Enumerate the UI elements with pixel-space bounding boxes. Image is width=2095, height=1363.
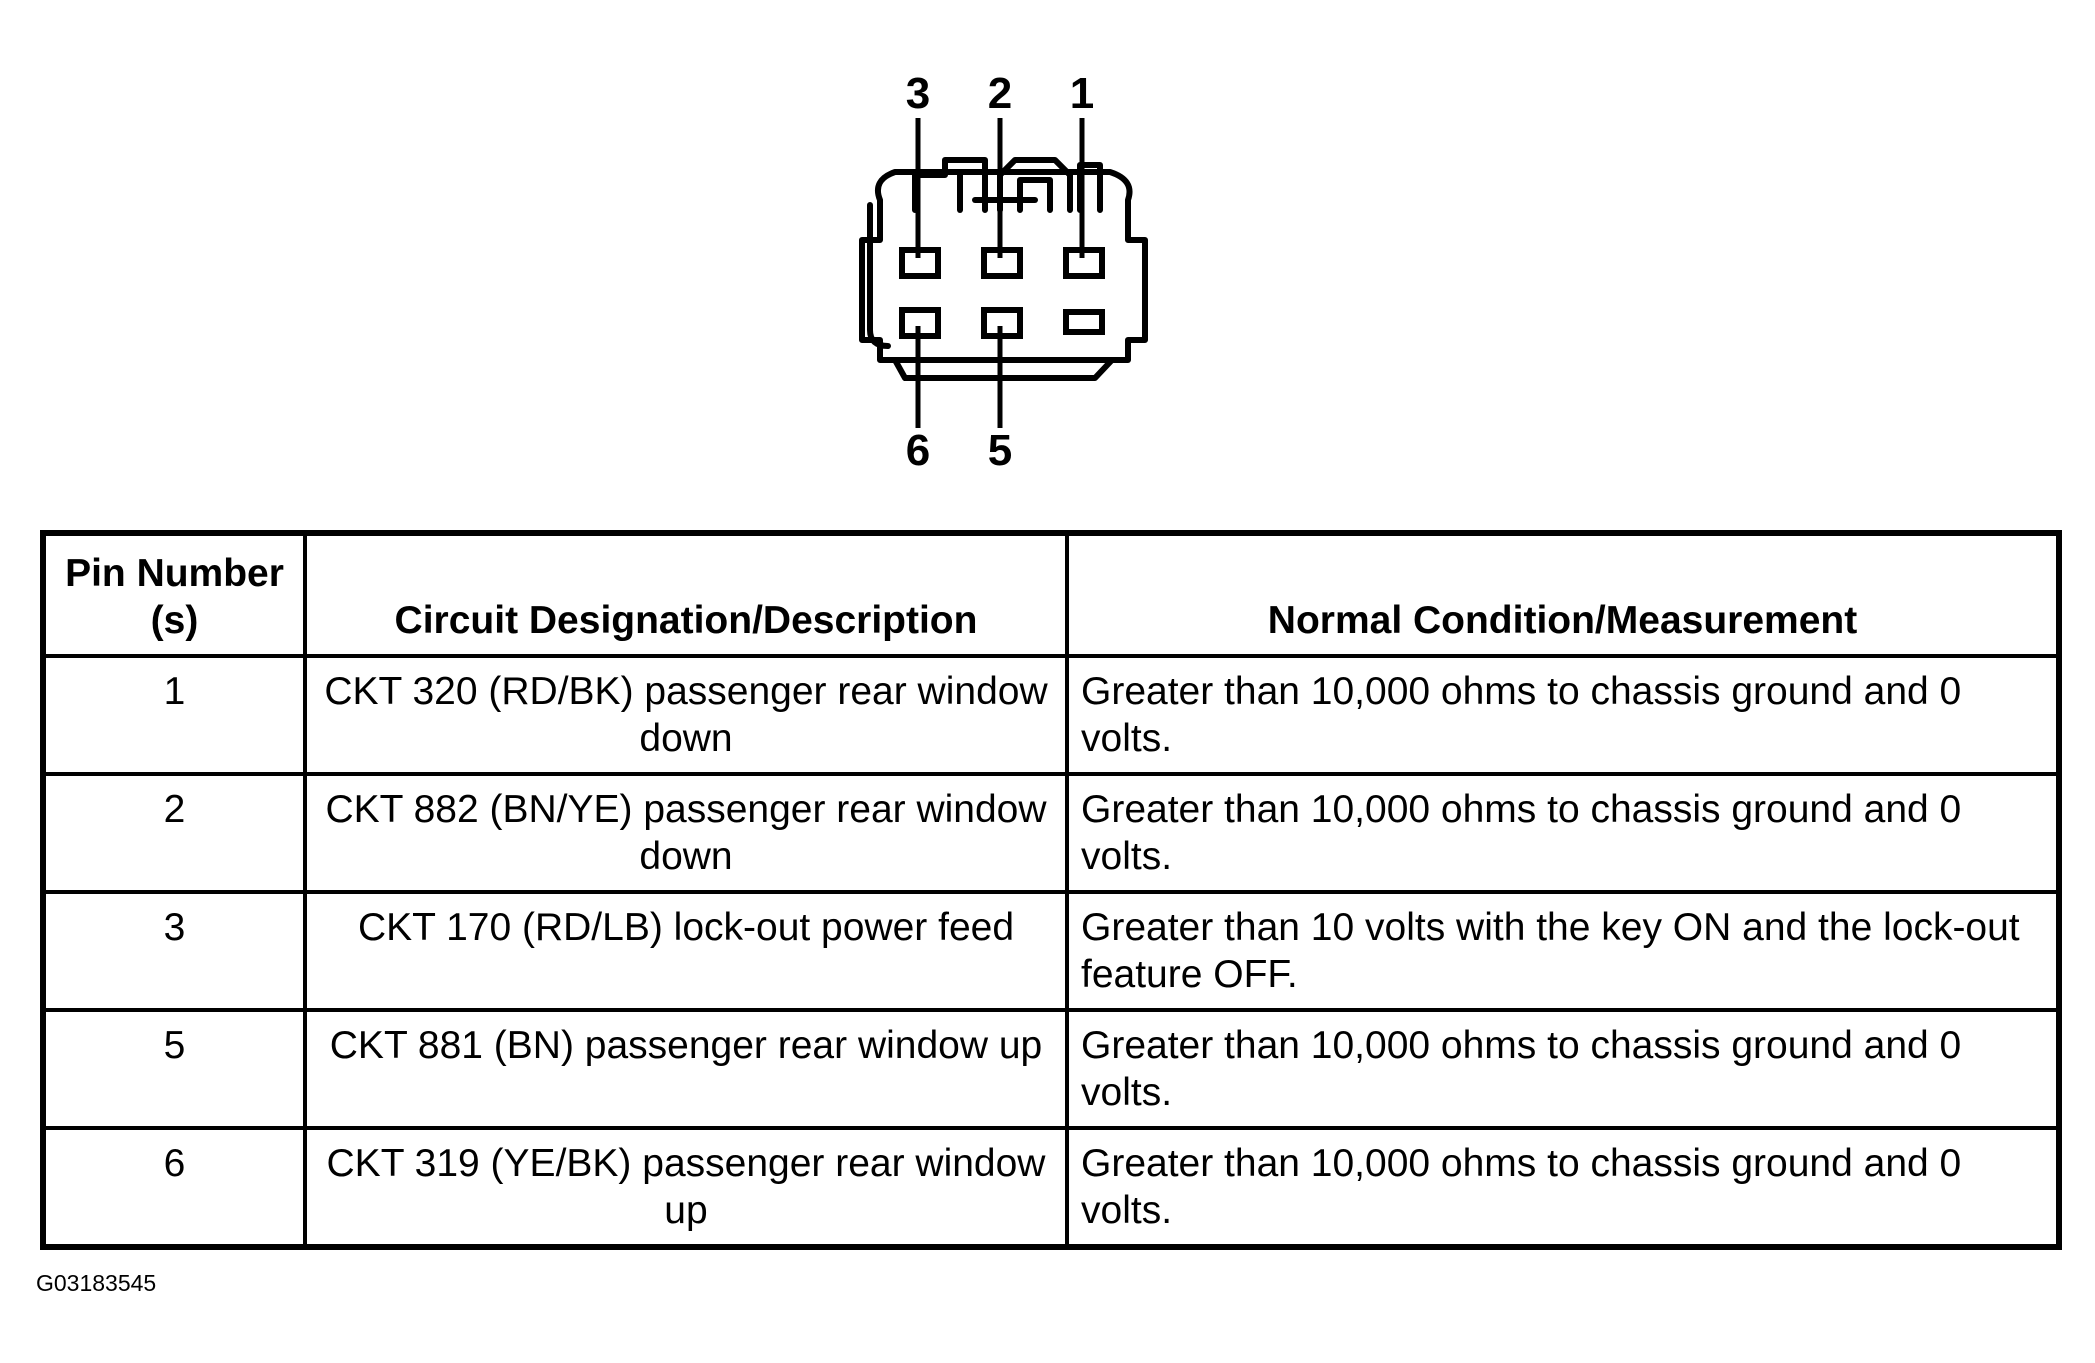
pin-label-5: 5 <box>988 426 1012 475</box>
cell-pin: 2 <box>41 772 307 894</box>
table-row: 5 CKT 881 (BN) passenger rear window up … <box>41 1008 2061 1130</box>
header-condition: Normal Condition/Measurement <box>1065 531 2061 658</box>
latch-feature <box>912 157 988 213</box>
pin-cavity-blank <box>1063 309 1105 335</box>
pin-label-6: 6 <box>906 426 930 475</box>
figure-id: G03183545 <box>36 1270 157 1296</box>
cell-circuit: CKT 881 (BN) passenger rear window up <box>303 1008 1069 1130</box>
cell-circuit: CKT 319 (YE/BK) passenger rear window up <box>303 1126 1069 1249</box>
cell-pin: 5 <box>41 1008 307 1130</box>
cell-pin: 1 <box>41 654 307 776</box>
table-header-row: Pin Number (s) Circuit Designation/Descr… <box>41 531 2061 658</box>
pin-label-2: 2 <box>988 69 1012 118</box>
cell-condition: Greater than 10 volts with the key ON an… <box>1065 890 2061 1012</box>
cell-condition: Greater than 10,000 ohms to chassis grou… <box>1065 1126 2061 1249</box>
table-row: 3 CKT 170 (RD/LB) lock-out power feed Gr… <box>41 890 2061 1012</box>
cell-circuit: CKT 170 (RD/LB) lock-out power feed <box>303 890 1069 1012</box>
cell-pin: 3 <box>41 890 307 1012</box>
cell-condition: Greater than 10,000 ohms to chassis grou… <box>1065 654 2061 776</box>
pin-label-1: 1 <box>1070 69 1094 118</box>
cell-circuit: CKT 882 (BN/YE) passenger rear window do… <box>303 772 1069 894</box>
cell-condition: Greater than 10,000 ohms to chassis grou… <box>1065 772 2061 894</box>
header-pin-number: Pin Number (s) <box>41 531 307 658</box>
pin-table: Pin Number (s) Circuit Designation/Descr… <box>40 530 2062 1250</box>
pin-label-3: 3 <box>906 69 930 118</box>
connector-diagram: 3 2 1 6 5 <box>859 69 1148 475</box>
cell-circuit: CKT 320 (RD/BK) passenger rear window do… <box>303 654 1069 776</box>
table-row: 6 CKT 319 (YE/BK) passenger rear window … <box>41 1126 2061 1249</box>
table-row: 1 CKT 320 (RD/BK) passenger rear window … <box>41 654 2061 776</box>
header-circuit: Circuit Designation/Description <box>303 531 1069 658</box>
table-row: 2 CKT 882 (BN/YE) passenger rear window … <box>41 772 2061 894</box>
connector-housing <box>859 169 1148 363</box>
cell-pin: 6 <box>41 1126 307 1249</box>
cell-condition: Greater than 10,000 ohms to chassis grou… <box>1065 1008 2061 1130</box>
